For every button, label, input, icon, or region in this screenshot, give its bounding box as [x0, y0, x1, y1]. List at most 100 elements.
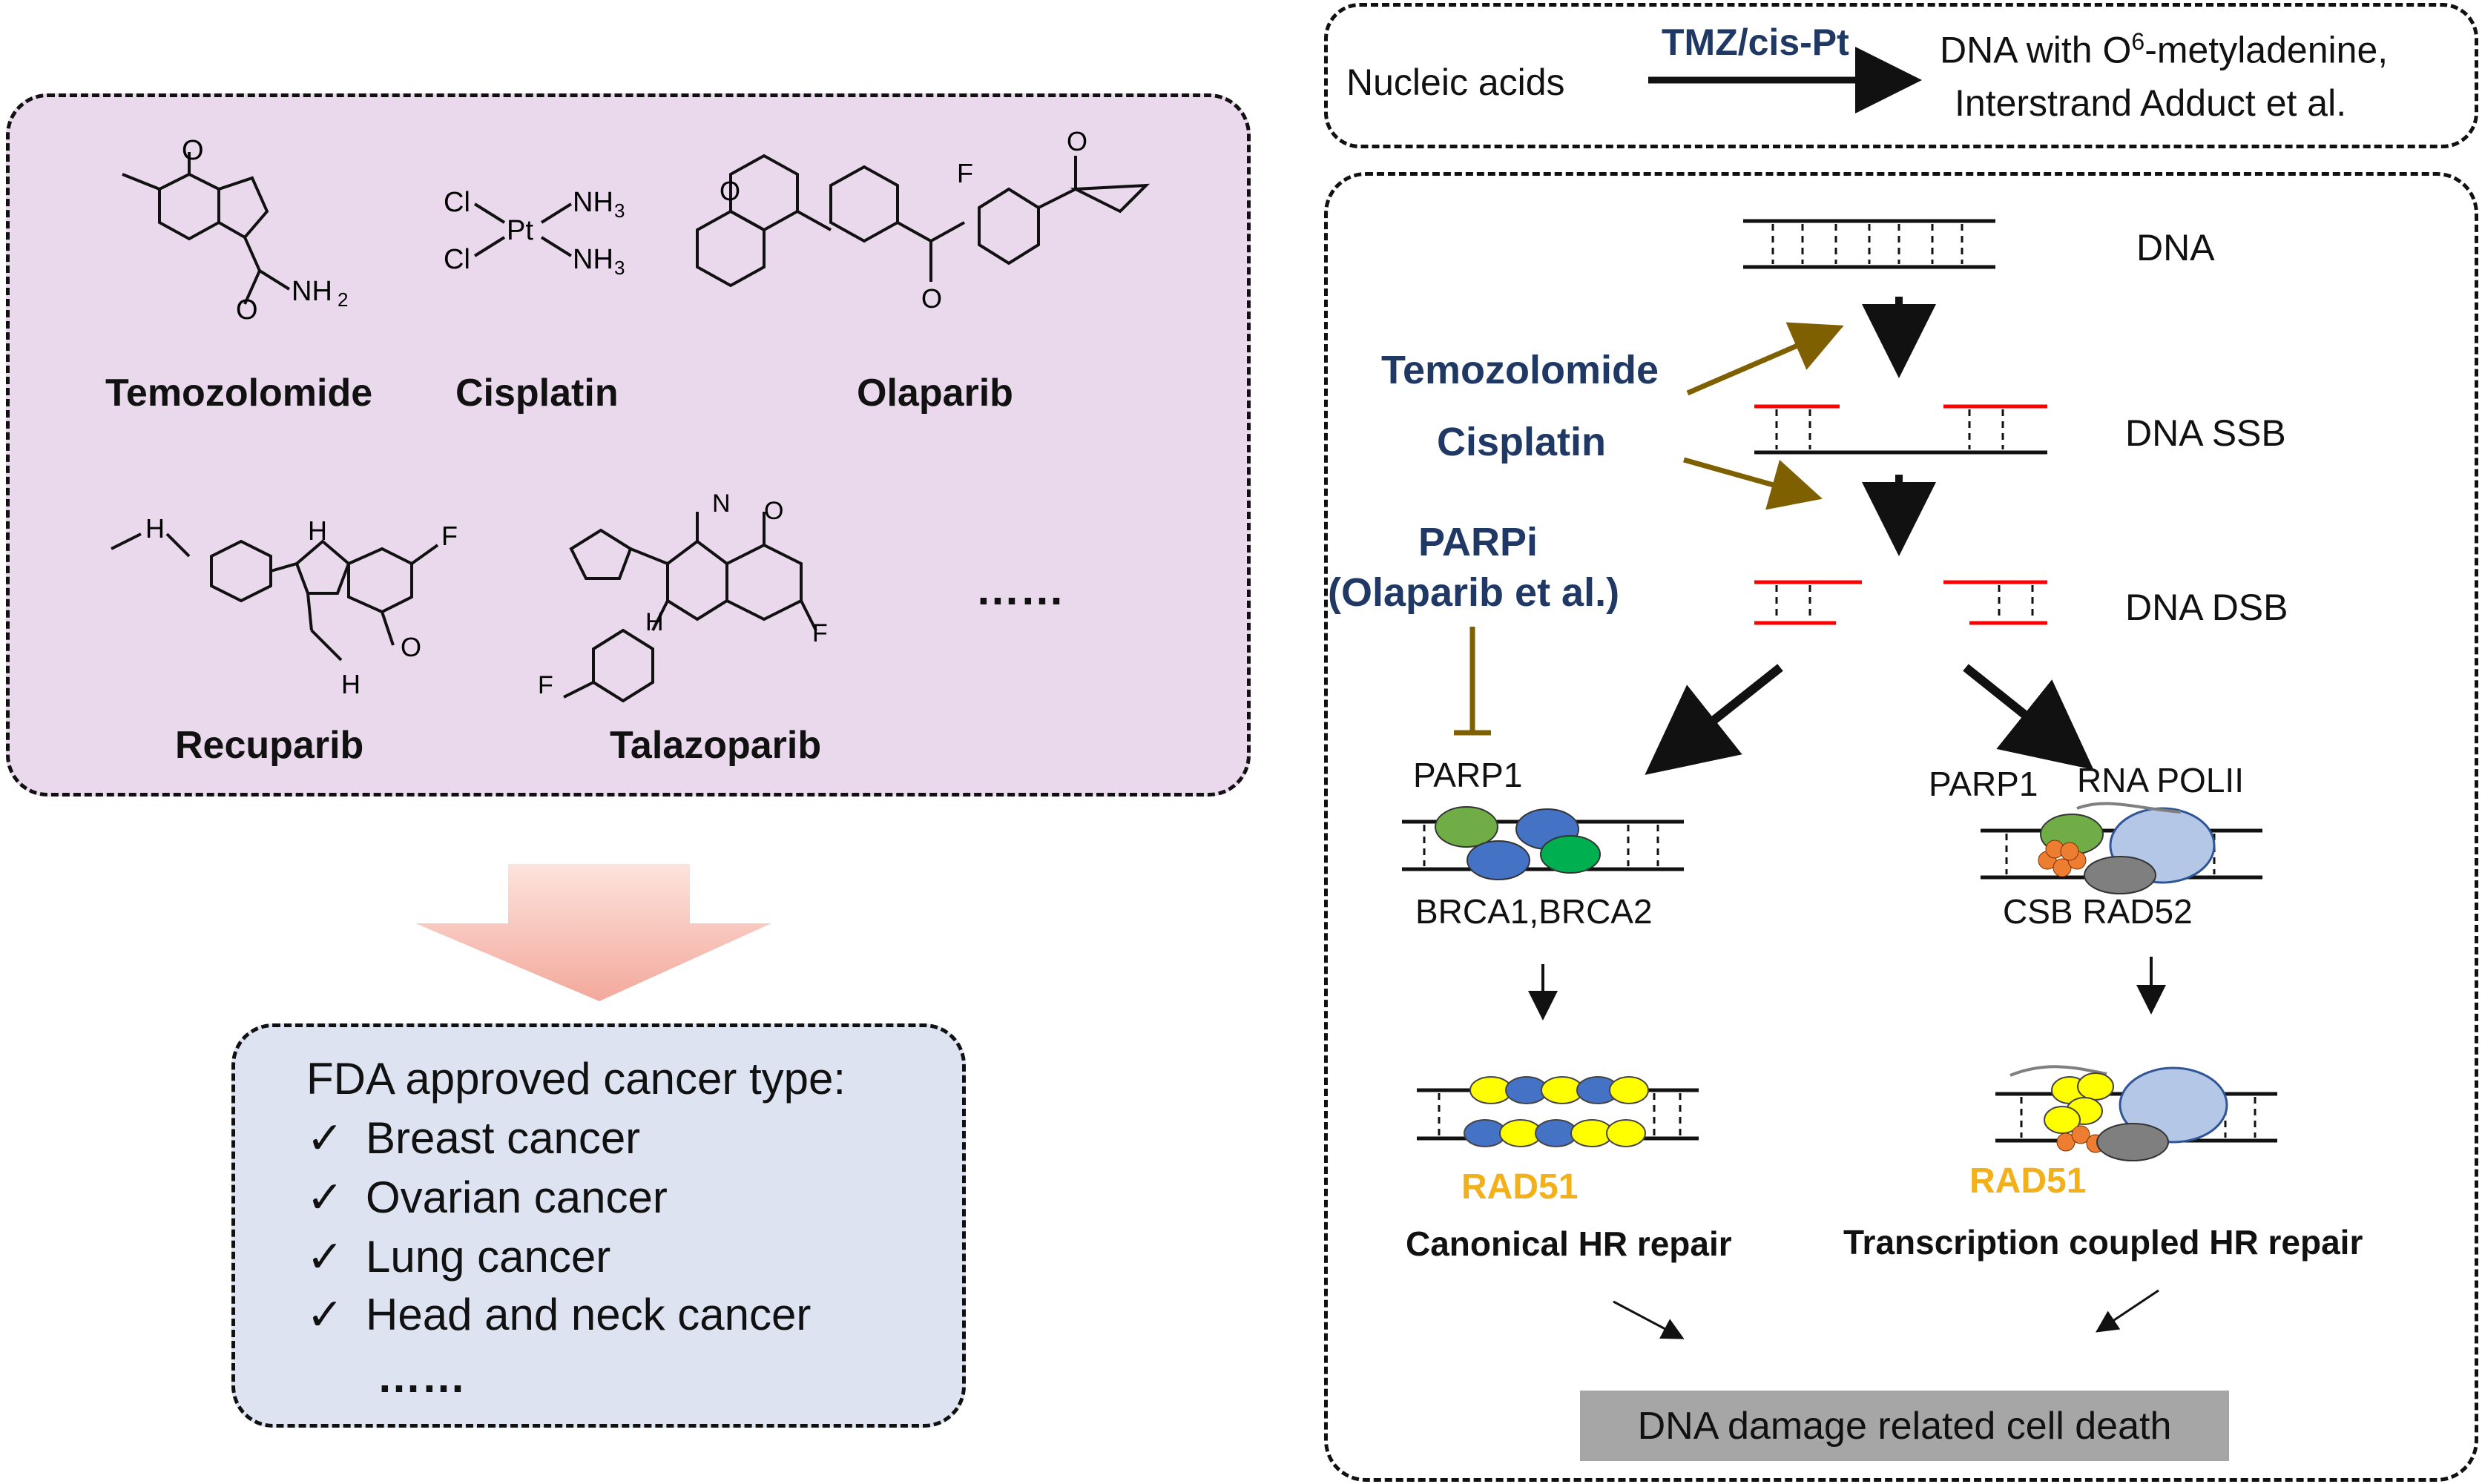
fda-item-head-neck: ✓ Head and neck cancer [306, 1289, 811, 1341]
cisplatin-nh3-top-sub: 3 [614, 199, 625, 222]
arrow-dsb-to-canonical [1645, 664, 1783, 775]
label-temozolomide: Temozolomide [1381, 348, 1659, 392]
label-rad51-right: RAD51 [1969, 1161, 2087, 1201]
talazoparib-o: O [764, 497, 783, 525]
temozolomide-arrow [1686, 322, 1844, 396]
recuparib-h: H [308, 515, 327, 546]
cisplatin-nh3-bottom: NH [573, 244, 613, 275]
cell-death-label: DNA damage related cell death [1637, 1404, 2172, 1448]
product-prefix: DNA with O [1940, 29, 2132, 71]
drug-name-temozolomide: Temozolomide [105, 372, 373, 415]
rna-transcript [2076, 802, 2182, 814]
label-csb-rad52: CSB RAD52 [2003, 892, 2193, 931]
reaction-product-line1: DNA with O6-metyladenine, [1940, 28, 2388, 72]
cisplatin-pt: Pt [507, 215, 533, 246]
drug-name-recuparib: Recuparib [175, 724, 364, 767]
dna-dsb [1754, 580, 2047, 625]
temozolomide-o2: O [236, 294, 258, 326]
drug-name-talazoparib: Talazoparib [610, 724, 822, 767]
fda-title: FDA approved cancer type: [306, 1054, 846, 1104]
check-icon: ✓ [306, 1173, 344, 1222]
left-repair-complex [1402, 806, 1684, 880]
label-dna-ssb: DNA SSB [2125, 412, 2286, 454]
reaction-product-line2: Interstrand Adduct et al. [1955, 82, 2347, 124]
drug-name-cisplatin: Cisplatin [455, 372, 619, 415]
label-rad51-left: RAD51 [1461, 1167, 1579, 1207]
olaparib-f: F [957, 158, 973, 188]
label-canonical-hr: Canonical HR repair [1406, 1224, 1732, 1263]
label-brca: BRCA1,BRCA2 [1415, 892, 1653, 931]
recuparib-structure [111, 532, 439, 662]
fda-item-label: Ovarian cancer [366, 1173, 668, 1222]
talazoparib-f: F [812, 619, 828, 647]
check-icon: ✓ [306, 1113, 344, 1163]
temozolomide-nh2-sub: 2 [338, 288, 348, 311]
fda-item-ovarian: ✓ Ovarian cancer [306, 1172, 668, 1224]
check-icon: ✓ [306, 1232, 344, 1282]
cisplatin-nh3-bottom-sub: 3 [614, 257, 625, 279]
fda-item-label: Breast cancer [366, 1113, 641, 1163]
right-rad51-complex [1995, 1065, 2277, 1161]
label-parpi-olaparib: (Olaparib et al.) [1328, 570, 1620, 615]
cisplatin-nh3-top: NH [573, 187, 613, 218]
olaparib-o: O [720, 176, 740, 206]
talazoparib-structure [563, 512, 817, 703]
arrow-dsb-to-tc [1963, 664, 2094, 770]
label-parp1-right: PARP1 [1929, 765, 2038, 803]
recuparib-f: F [441, 521, 458, 551]
olaparib-o2: O [921, 283, 942, 314]
right-repair-complex [1981, 802, 2262, 894]
olaparib-structure [696, 154, 1151, 288]
arrow-canonical-to-death [1613, 1300, 1685, 1339]
brca-protein-2 [1467, 840, 1530, 880]
fda-more-ellipsis: …… [377, 1352, 466, 1402]
cell-death-box: DNA damage related cell death [1580, 1391, 2229, 1461]
fda-item-breast: ✓ Breast cancer [306, 1112, 640, 1164]
dna-ssb [1754, 404, 2047, 455]
label-tc-hr: Transcription coupled HR repair [1843, 1223, 2363, 1262]
csb-protein-right [2084, 856, 2156, 894]
cisplatin-cl-bottom: Cl [444, 244, 470, 275]
label-rna-polii: RNA POLII [2077, 761, 2244, 799]
temozolomide-nh2: NH [292, 276, 332, 307]
reaction-agent: TMZ/cis-Pt [1662, 22, 1849, 63]
fda-item-lung: ✓ Lung cancer [306, 1231, 610, 1283]
drug-structures-panel [6, 93, 1251, 797]
cisplatin-cl-top: Cl [444, 187, 470, 218]
pathway-panel [1324, 172, 2478, 1482]
drug-name-olaparib: Olaparib [857, 372, 1013, 415]
temozolomide-o: O [182, 135, 204, 166]
label-parp1-left: PARP1 [1413, 756, 1523, 794]
talazoparib-h: H [645, 608, 664, 636]
olaparib-o3: O [1067, 126, 1087, 156]
dna-intact [1743, 219, 1995, 269]
brca-protein-3 [1540, 835, 1601, 874]
rad52-cluster-right [2038, 840, 2087, 877]
label-parpi: PARPi [1418, 520, 1538, 564]
recuparib-nh2: H [341, 669, 361, 699]
reaction-panel [1324, 3, 2478, 148]
more-drugs-ellipsis: …… [975, 564, 1064, 614]
big-down-arrow [415, 864, 771, 1001]
cisplatin-structure [473, 202, 573, 257]
fda-approved-panel [231, 1023, 966, 1428]
reaction-reactant: Nucleic acids [1346, 62, 1565, 103]
label-dna-dsb: DNA DSB [2125, 587, 2288, 628]
recuparib-o: O [401, 632, 421, 662]
label-cisplatin: Cisplatin [1437, 420, 1607, 464]
check-icon: ✓ [306, 1290, 344, 1339]
cisplatin-arrow [1683, 457, 1823, 510]
product-sup: 6 [2131, 28, 2145, 55]
label-dna: DNA [2136, 227, 2215, 268]
fda-item-label: Lung cancer [366, 1232, 611, 1282]
left-rad51-filament [1417, 1076, 1699, 1147]
fda-item-label: Head and neck cancer [366, 1290, 812, 1339]
product-suffix: -metyladenine, [2144, 29, 2389, 71]
recuparib-nh: H [145, 513, 165, 544]
temozolomide-structure [122, 152, 291, 305]
talazoparib-f2: F [538, 671, 553, 699]
talazoparib-nh: N [712, 489, 731, 518]
parp1-protein-left [1435, 806, 1498, 848]
arrow-tc-to-death [2096, 1289, 2159, 1333]
